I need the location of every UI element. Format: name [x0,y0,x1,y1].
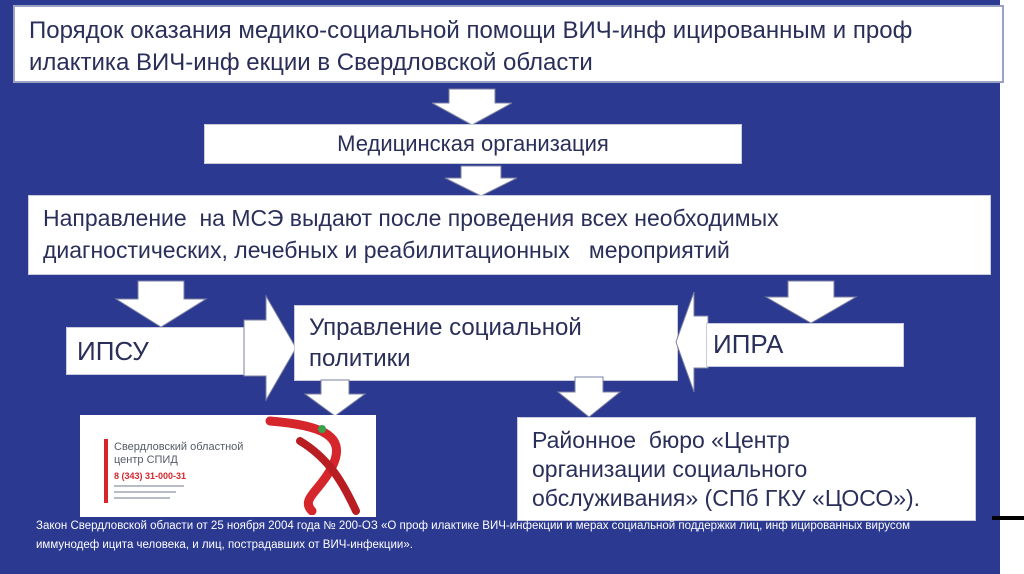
ipsu-label: ИПСУ [77,336,149,366]
arrow-down-icon [114,280,208,328]
arrow-down-icon [431,88,513,126]
arrow-down-icon [764,280,858,324]
aids-center-name: Свердловский областной центр СПИД [114,441,244,466]
edge-divider [992,516,1024,520]
arrow-left-icon [675,291,709,393]
ipsu-box: ИПСУ [66,327,246,375]
contact-line [114,497,170,499]
social-policy-box: Управление социальной политики [294,305,678,381]
slide-title: Порядок оказания медико-социальной помощ… [29,17,913,76]
district-bureau-box: Районное бюро «Центр организации социаль… [517,417,976,521]
medical-organization-box: Медицинская организация [204,124,742,164]
title-box: Порядок оказания медико-социальной помощ… [13,5,1004,83]
district-bureau-label: Районное бюро «Центр организации социаль… [532,427,921,511]
law-footnote: Закон Свердловской области от 25 ноября … [36,520,911,551]
arrow-down-icon [303,379,367,417]
mse-direction-text: Направление на МСЭ выдают после проведен… [43,205,779,263]
ipra-label: ИПРА [713,329,784,359]
mse-direction-box: Направление на МСЭ выдают после проведен… [28,195,991,275]
arrow-down-icon [444,165,518,197]
contact-line [114,485,184,487]
awareness-ribbon-icon [265,416,360,515]
aids-center-phone: 8 (343) 31-000-31 [114,471,187,481]
arrow-down-icon [556,376,622,418]
arrow-right-icon [243,294,297,402]
social-policy-label: Управление социальной политики [309,314,582,372]
contact-line [114,491,176,493]
aids-center-card: Свердловский областной центр СПИД 8 (343… [80,415,376,517]
medical-organization-label: Медицинская организация [337,131,609,156]
right-margin [1000,0,1024,574]
card-accent [104,439,108,503]
ipra-box: ИПРА [706,323,904,367]
